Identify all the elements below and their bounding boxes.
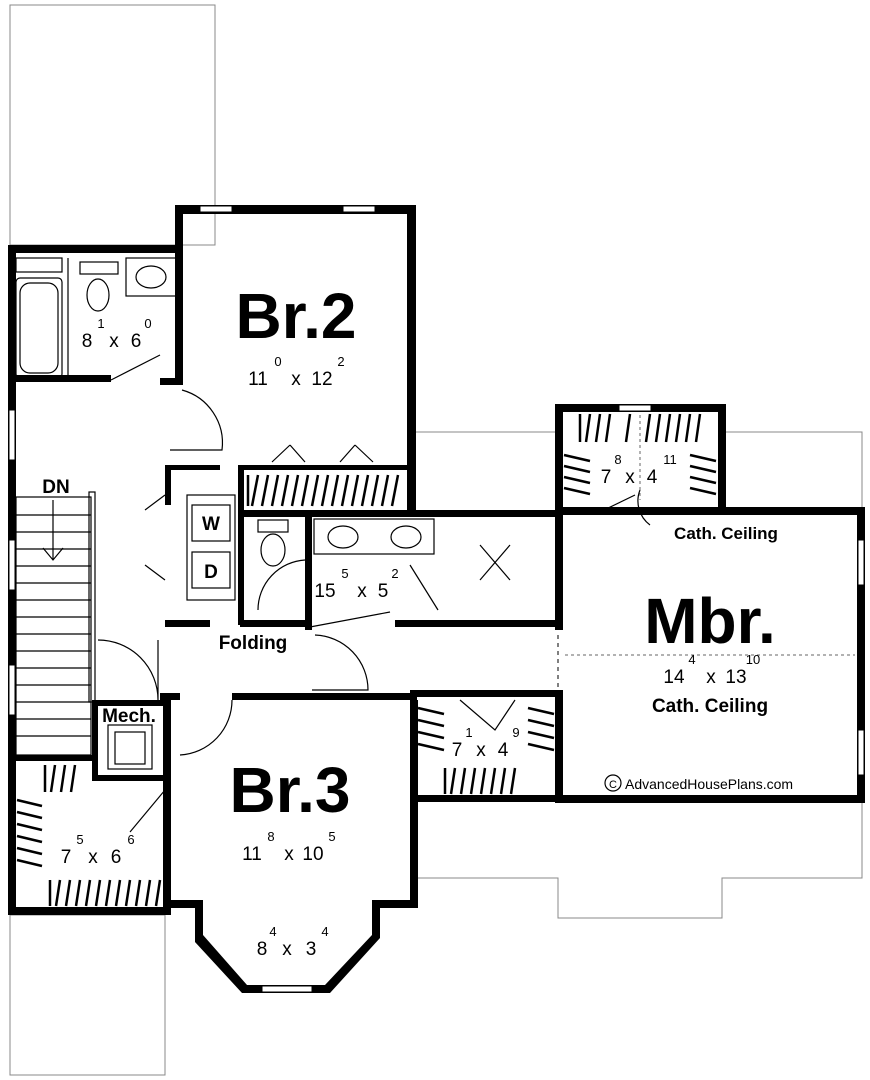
dim-depth: 3 — [306, 939, 317, 960]
dim-width-inches: 8 — [267, 829, 274, 844]
interior-walls — [16, 250, 563, 802]
room-closet-mid: 7 1 x 4 9 — [452, 725, 520, 761]
dim-width-inches: 1 — [97, 316, 104, 331]
stairs — [15, 491, 96, 756]
room-title: Br.3 — [230, 754, 351, 826]
dim-depth-inches: 10 — [746, 652, 760, 667]
windows — [8, 205, 865, 993]
dim-width-inches: 0 — [274, 354, 281, 369]
dim-x: x — [109, 331, 119, 352]
ceiling-note: Cath. Ceiling — [674, 524, 778, 543]
bathroom-fixtures — [15, 257, 511, 770]
dim-width: 15 — [314, 581, 335, 602]
dim-x: x — [284, 844, 294, 865]
dim-width-inches: 4 — [269, 924, 276, 939]
copyright-text: AdvancedHousePlans.com — [625, 776, 793, 792]
dim-width-inches: 1 — [465, 725, 472, 740]
dim-width: 8 — [82, 331, 93, 352]
dim-depth-inches: 11 — [663, 452, 677, 467]
dim-depth: 5 — [378, 581, 389, 602]
dim-width-inches: 5 — [76, 832, 83, 847]
room-closet-top: 7 8 x 4 11 Cath. Ceiling — [601, 452, 778, 543]
dim-width: 8 — [257, 939, 268, 960]
dim-width-inches: 4 — [688, 652, 695, 667]
room-title: Br.2 — [236, 280, 357, 352]
laundry-appliances — [186, 494, 236, 601]
dim-width: 7 — [452, 740, 463, 761]
dim-depth: 4 — [647, 467, 658, 488]
room-mbr: Mbr. 14 4 x 13 10 Cath. Ceiling — [644, 585, 776, 717]
dim-x: x — [282, 939, 292, 960]
doors — [97, 354, 855, 833]
room-br2: Br.2 11 0 x 12 2 — [236, 280, 357, 390]
dim-depth-inches: 4 — [321, 924, 328, 939]
dim-x: x — [625, 467, 635, 488]
dim-width: 7 — [61, 847, 72, 868]
dim-width: 11 — [242, 844, 262, 865]
dim-depth: 6 — [131, 331, 142, 352]
dim-x: x — [476, 740, 486, 761]
dim-depth-inches: 2 — [337, 354, 344, 369]
room-bay: 8 4 x 3 4 — [257, 924, 329, 960]
room-master-bath: 15 5 x 5 2 — [314, 566, 398, 602]
copyright: C AdvancedHousePlans.com — [604, 774, 793, 792]
dim-width: 7 — [601, 467, 612, 488]
laundry-labels: W D Folding — [202, 514, 287, 654]
room-br3: Br.3 11 8 x 10 5 — [230, 754, 351, 865]
dim-depth: 4 — [498, 740, 509, 761]
dim-width-inches: 8 — [614, 452, 621, 467]
dim-depth-inches: 2 — [391, 566, 398, 581]
dim-depth: 13 — [725, 667, 746, 688]
ceiling-note: Cath. Ceiling — [652, 696, 768, 717]
copyright-symbol: C — [609, 779, 617, 791]
dim-depth: 10 — [302, 844, 323, 865]
dim-depth: 6 — [111, 847, 122, 868]
dim-depth-inches: 6 — [127, 832, 134, 847]
mech-label: Mech. — [102, 706, 156, 727]
dim-depth-inches: 5 — [328, 829, 335, 844]
dim-width: 11 — [248, 369, 268, 390]
dim-width: 14 — [663, 667, 685, 688]
washer-label: W — [202, 514, 220, 535]
dim-x: x — [88, 847, 98, 868]
stairs-label: DN — [42, 477, 69, 498]
dim-x: x — [706, 667, 716, 688]
dim-width-inches: 5 — [341, 566, 348, 581]
closet-shelving — [16, 413, 717, 907]
dim-depth-inches: 9 — [512, 725, 519, 740]
folding-label: Folding — [219, 633, 288, 654]
dim-x: x — [291, 369, 301, 390]
room-title: Mbr. — [644, 585, 776, 657]
dryer-label: D — [204, 562, 218, 583]
room-bath-top: 8 1 x 6 0 — [82, 316, 152, 352]
dim-depth-inches: 0 — [144, 316, 151, 331]
dim-x: x — [357, 581, 367, 602]
room-closet-br3: 7 5 x 6 6 — [61, 832, 135, 868]
dim-depth: 12 — [311, 369, 332, 390]
